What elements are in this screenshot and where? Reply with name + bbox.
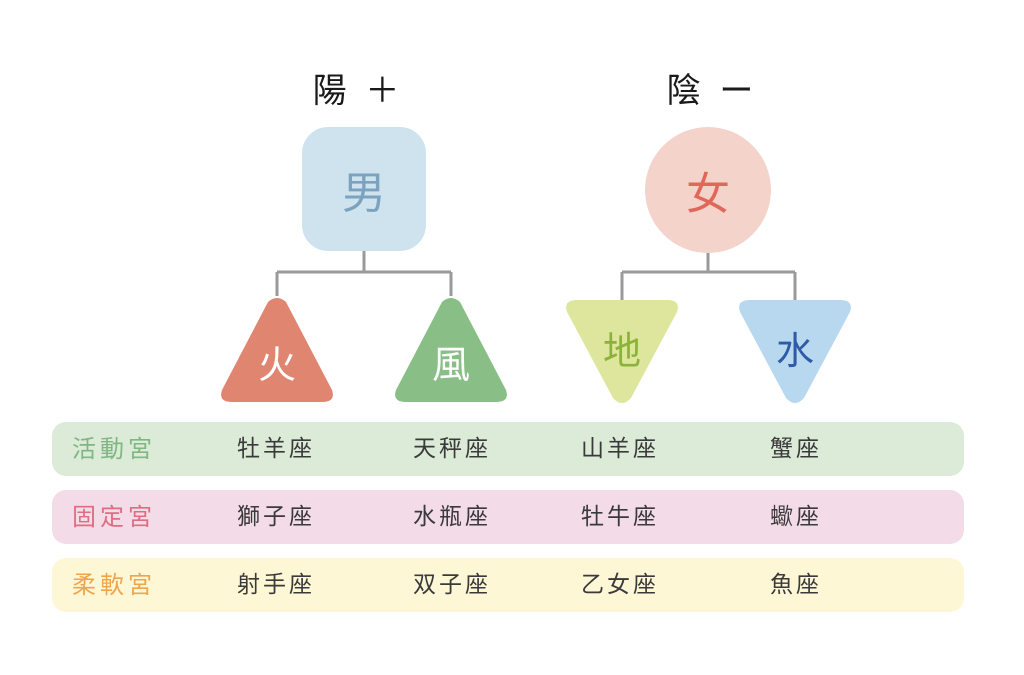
fire-triangle-shape [221, 298, 333, 402]
cardinal-row: 活動宮 牡羊座 天秤座 山羊座 蟹座 [52, 422, 964, 476]
cardinal-wind-sign: 天秤座 [413, 436, 491, 462]
fixed-earth-sign: 牡牛座 [581, 504, 659, 530]
fixed-fire-sign: 獅子座 [237, 504, 315, 530]
water-label: 水 [775, 329, 814, 373]
fixed-wind-sign: 水瓶座 [413, 504, 491, 530]
fixed-row-label: 固定宮 [72, 503, 156, 531]
yang-heading: 陽 ＋ [312, 71, 404, 111]
earth-triangle-shape [566, 300, 678, 403]
wind-label: 風 [431, 343, 470, 387]
mutable-fire-sign: 射手座 [237, 572, 315, 598]
wind-triangle-shape [395, 298, 507, 402]
mutable-row-label: 柔軟宮 [72, 571, 156, 599]
water-triangle-shape [739, 300, 851, 403]
earth-label: 地 [602, 329, 641, 373]
earth-triangle: 地 [563, 298, 681, 410]
mutable-earth-sign: 乙女座 [581, 572, 659, 598]
yin-heading: 陰 ー [666, 71, 758, 111]
cardinal-row-label: 活動宮 [72, 435, 156, 463]
cardinal-water-sign: 蟹座 [770, 436, 822, 462]
male-node-label: 男 [342, 168, 386, 219]
female-node-label: 女 [686, 169, 730, 220]
fire-triangle: 火 [218, 294, 336, 406]
fixed-row: 固定宮 獅子座 水瓶座 牡牛座 蠍座 [52, 490, 964, 544]
mutable-wind-sign: 双子座 [413, 572, 491, 598]
fixed-water-sign: 蠍座 [770, 504, 822, 530]
wind-triangle: 風 [392, 294, 510, 406]
female-node: 女 [645, 127, 771, 253]
mutable-row: 柔軟宮 射手座 双子座 乙女座 魚座 [52, 558, 964, 612]
cardinal-earth-sign: 山羊座 [581, 436, 659, 462]
cardinal-fire-sign: 牡羊座 [237, 436, 315, 462]
mutable-water-sign: 魚座 [770, 572, 822, 598]
male-node: 男 [302, 127, 426, 251]
water-triangle: 水 [736, 298, 854, 410]
fire-label: 火 [257, 343, 296, 387]
